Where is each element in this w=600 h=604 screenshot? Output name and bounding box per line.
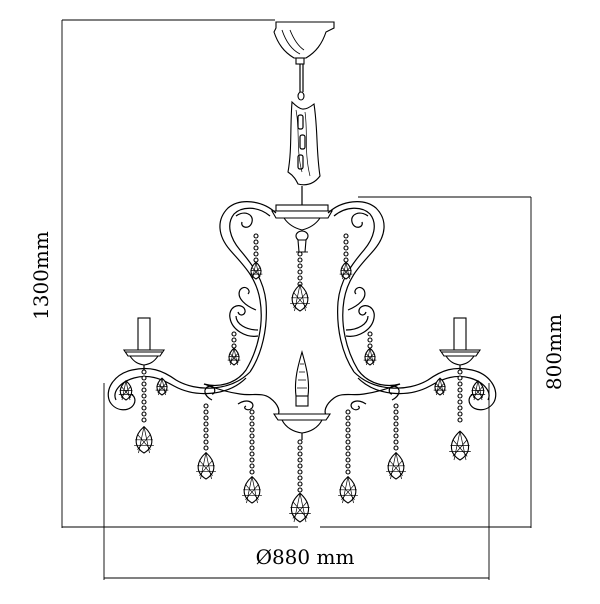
crystal-drop <box>290 283 310 312</box>
chain <box>297 64 305 101</box>
dimension-label-height-body: 800mm <box>542 313 566 391</box>
crystal-drop <box>227 347 241 366</box>
crystal-drop <box>242 475 262 504</box>
crystal-drop <box>289 492 311 523</box>
crystal-drop <box>118 380 134 401</box>
crystal-strand <box>249 409 255 475</box>
crystal-strand <box>367 331 373 349</box>
crystal-drop <box>134 425 154 454</box>
dimension-height-total <box>61 19 298 528</box>
crystal-drop <box>449 430 471 461</box>
crystal-strand <box>345 409 351 475</box>
crystal-drop <box>470 380 486 401</box>
crystal-strand <box>253 233 259 263</box>
crystal-drop <box>386 451 406 480</box>
candle-right <box>438 317 482 372</box>
inner-scrolls <box>229 286 375 337</box>
crystal-strand <box>457 369 463 423</box>
crystal-strand <box>297 439 303 493</box>
crystal-drop <box>249 261 263 280</box>
crystal-drop <box>363 347 377 366</box>
dimension-label-height-total: 1300mm <box>29 231 53 320</box>
dimension-diameter <box>103 383 490 580</box>
dimension-label-diameter: Ø880 mm <box>255 545 355 569</box>
crystal-strand <box>141 369 147 423</box>
crystal-drops <box>118 233 486 523</box>
lower-arms <box>107 367 497 419</box>
crystal-drop <box>155 377 169 396</box>
crystal-strand <box>231 331 237 349</box>
glass-sleeve <box>287 100 321 186</box>
crystal-drop <box>196 451 216 480</box>
crystal-strand <box>343 233 349 263</box>
crystal-drop <box>433 377 447 396</box>
crystal-strand <box>203 403 209 451</box>
dimension-height-body <box>320 196 532 528</box>
upper-hub <box>271 186 333 253</box>
candle-left <box>122 317 166 372</box>
crystal-drop <box>339 261 353 280</box>
crystal-drop <box>338 475 358 504</box>
crystal-strand <box>297 251 303 287</box>
center-spire <box>272 349 332 440</box>
crystal-strand <box>393 403 399 451</box>
ceiling-canopy <box>273 21 335 65</box>
